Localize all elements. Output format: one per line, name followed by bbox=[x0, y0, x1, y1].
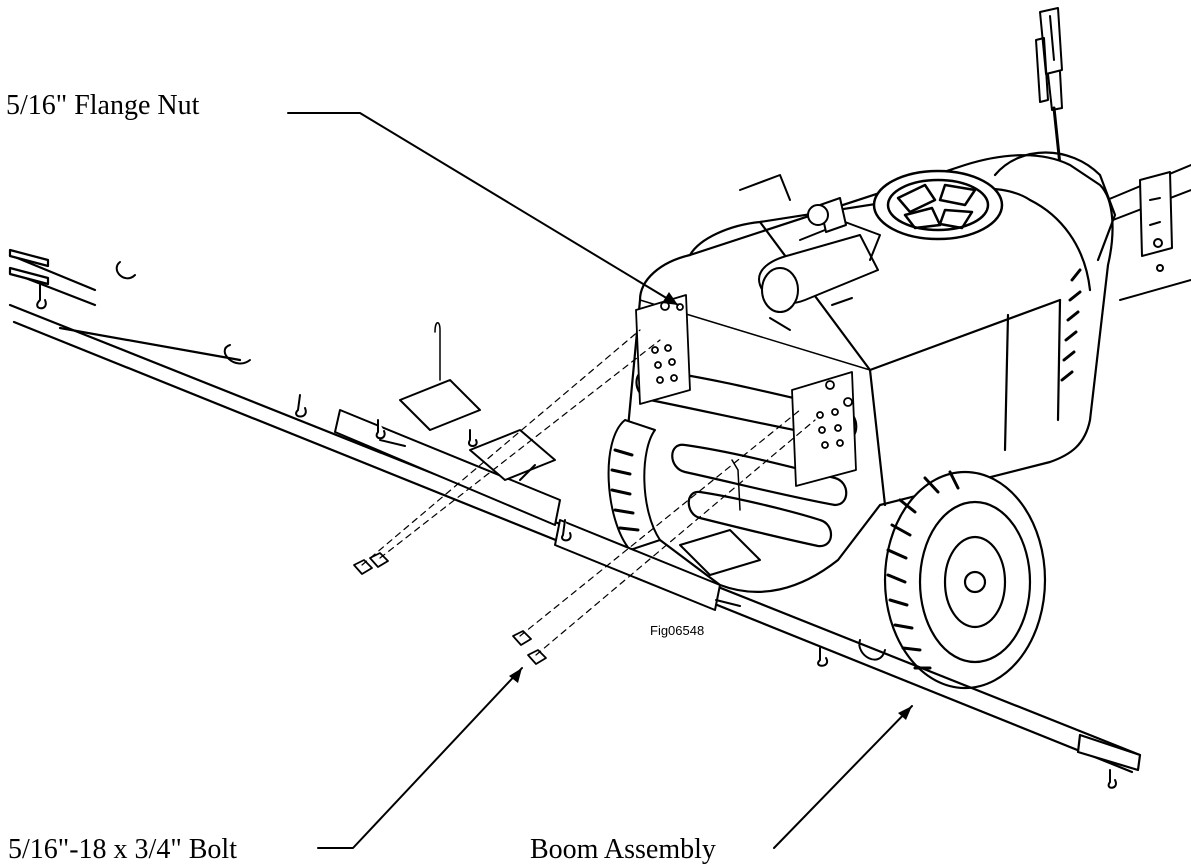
leader-lines bbox=[287, 112, 913, 849]
mounting-bracket-right bbox=[791, 371, 857, 487]
pump-motor bbox=[739, 174, 881, 331]
spray-wand bbox=[1035, 7, 1063, 167]
callout-boom-assembly: Boom Assembly bbox=[530, 834, 716, 865]
boom-center-bracket bbox=[334, 322, 761, 611]
tank-lid bbox=[872, 169, 1004, 241]
callout-bolt: 5/16"-18 x 3/4" Bolt bbox=[8, 834, 237, 865]
tank-body bbox=[623, 151, 1117, 593]
boom-nozzles bbox=[36, 261, 1117, 789]
callout-flange-nut: 5/16" Flange Nut bbox=[6, 90, 200, 121]
alignment-lines bbox=[361, 329, 816, 656]
leader-arrowheads bbox=[509, 292, 912, 720]
figure-id-label: Fig06548 bbox=[650, 623, 705, 638]
mounting-bracket-left bbox=[635, 294, 691, 405]
wheel-right bbox=[883, 470, 1047, 690]
wheel-rear-left bbox=[607, 419, 661, 551]
bolts-loose bbox=[353, 552, 547, 665]
hitch-tongue bbox=[1094, 164, 1191, 301]
